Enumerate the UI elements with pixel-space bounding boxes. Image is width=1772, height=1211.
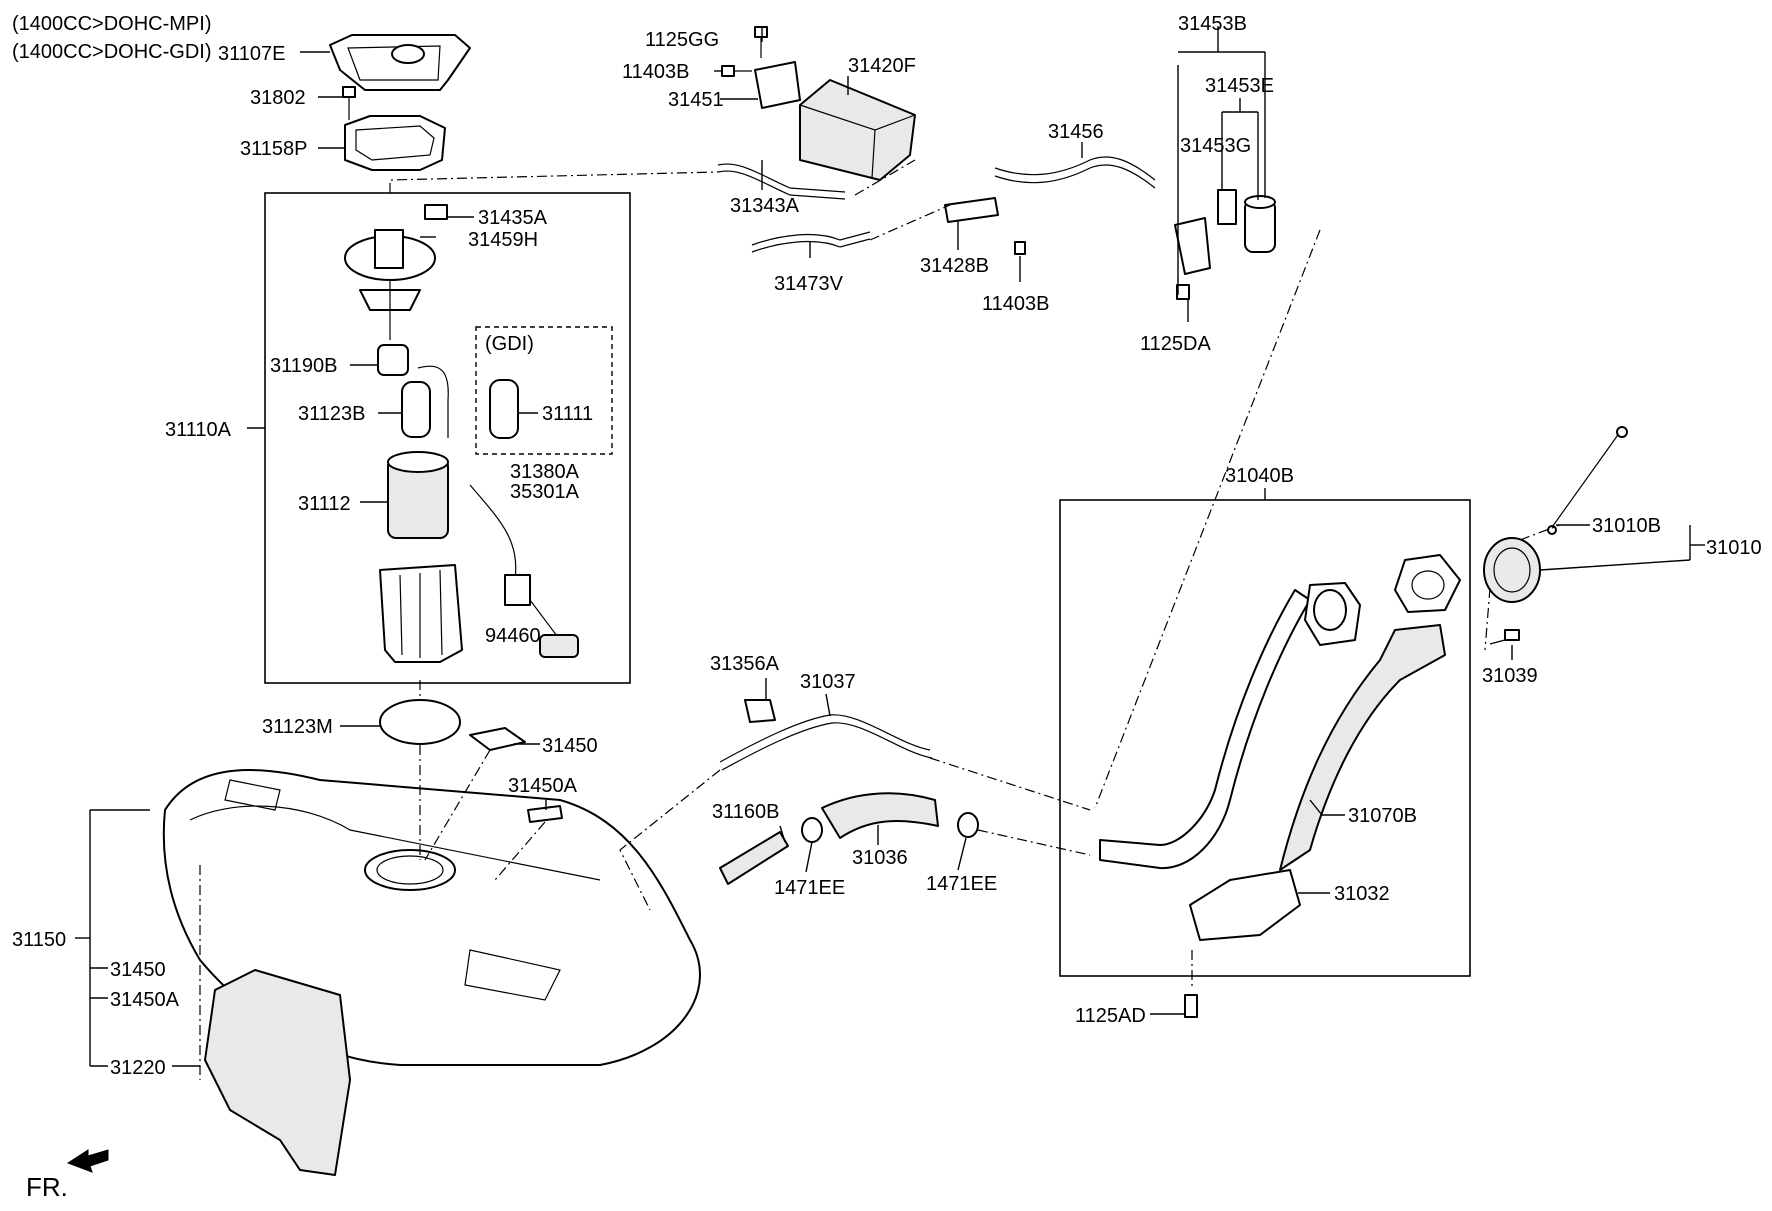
bracket-31032-shape (1189, 869, 1301, 941)
label-31158P: 31158P (240, 138, 307, 160)
label-31356A: 31356A (710, 653, 780, 675)
label-31380A: 31380A (510, 461, 580, 483)
fuel-pump-31123B-shape (401, 365, 449, 438)
valve-31453E-shape (1244, 195, 1276, 253)
label-gdi: (GDI) (485, 333, 534, 355)
label-31107E: 31107E (218, 43, 285, 65)
bolt-11403B-bottom-shape (1014, 241, 1026, 255)
heat-shield-31220-shape (204, 969, 351, 1176)
clamp-1471EE-left-shape (801, 817, 823, 843)
bracket-31428B-shape (944, 197, 999, 223)
label-1471EE-left: 1471EE (774, 877, 845, 899)
hose-31343A-shape (717, 163, 846, 200)
bracket-31450-shape (469, 727, 526, 751)
label-31150: 31150 (12, 929, 66, 951)
label-94460: 94460 (485, 625, 541, 647)
label-31111: 31111 (542, 403, 593, 425)
label-31428B: 31428B (920, 255, 989, 277)
label-31453G: 31453G (1180, 135, 1251, 157)
label-31110A: 31110A (165, 419, 232, 441)
label-31039: 31039 (1482, 665, 1538, 687)
service-cover-shape (329, 34, 471, 91)
label-31190B: 31190B (270, 355, 337, 377)
hose-31456-shape (994, 156, 1156, 189)
label-31070B: 31070B (1348, 805, 1417, 827)
clamp-1471EE-right-shape (957, 812, 979, 838)
label-31451: 31451 (668, 89, 724, 111)
screw-31039-shape (1489, 629, 1520, 645)
note-gdi: (1400CC>DOHC-GDI) (12, 41, 211, 63)
label-31802: 31802 (250, 87, 306, 109)
label-31123B: 31123B (298, 403, 365, 425)
label-31220: 31220 (110, 1057, 166, 1079)
label-35301A: 35301A (510, 481, 580, 503)
label-31123M: 31123M (262, 716, 333, 738)
bracket-31453B-shape (1174, 217, 1211, 275)
fuel-pump-module-box (264, 192, 631, 684)
bolt-1125GG-shape (754, 26, 768, 58)
hose-31036-shape (821, 792, 939, 839)
protector-31070B-shape (1279, 624, 1446, 871)
cover-gasket-shape (344, 115, 446, 171)
front-direction-arrow-icon (66, 1149, 109, 1173)
label-1125DA: 1125DA (1140, 333, 1211, 355)
fuel-cap-31010-shape (1483, 537, 1541, 603)
sender-94460-shape (469, 484, 579, 658)
bolt-1125DA-shape (1176, 284, 1190, 300)
bolt-1125AD-shape (1184, 994, 1198, 1018)
hose-31473V-shape (751, 231, 871, 253)
reservoir-shape (379, 564, 463, 663)
label-31456: 31456 (1048, 121, 1104, 143)
bolt-31802-shape (342, 86, 356, 120)
clip-31356A-shape (744, 699, 776, 723)
note-mpi: (1400CC>DOHC-MPI) (12, 13, 211, 35)
label-11403B-bottom: 11403B (982, 293, 1049, 315)
label-31037: 31037 (800, 671, 856, 693)
label-31450A-left: 31450A (110, 989, 180, 1011)
gasket-filler-shape (1394, 554, 1461, 613)
label-31032: 31032 (1334, 883, 1390, 905)
pump-housing-31112-shape (387, 451, 449, 539)
label-31450-top: 31450 (542, 735, 598, 757)
bracket-31450A-shape (527, 805, 563, 823)
canister-31420F-shape (799, 79, 916, 181)
valve-31453G-shape (1217, 189, 1237, 225)
label-31473V: 31473V (774, 273, 844, 295)
label-11403B-top: 11403B (622, 61, 689, 83)
hose-31037-shape (719, 714, 933, 771)
connection-lines (199, 159, 1561, 1080)
label-31040B: 31040B (1225, 465, 1294, 487)
fuel-pump-31111-shape (489, 379, 519, 439)
label-31435A: 31435A (478, 207, 548, 229)
bracket-31451-shape (754, 61, 801, 109)
pump-flange-shape (344, 229, 436, 340)
label-31450A-top: 31450A (508, 775, 578, 797)
bolt-11403B-top-shape (721, 65, 752, 77)
filler-neck-31040B-shape (1099, 582, 1361, 870)
label-31160B: 31160B (712, 801, 779, 823)
label-31453B: 31453B (1178, 13, 1247, 35)
front-direction-label: FR. (26, 1172, 68, 1202)
label-31036: 31036 (852, 847, 908, 869)
label-31010: 31010 (1706, 537, 1762, 559)
label-1471EE-right: 1471EE (926, 873, 997, 895)
label-31453E: 31453E (1205, 75, 1274, 97)
label-31010B: 31010B (1592, 515, 1661, 537)
pump-gasket-ring-shape (379, 699, 461, 745)
tether-31010B-shape (1547, 426, 1628, 535)
label-31112: 31112 (298, 493, 351, 515)
label-31343A: 31343A (730, 195, 800, 217)
leader-lines (75, 26, 1705, 1067)
label-1125AD: 1125AD (1075, 1005, 1146, 1027)
gdi-variant-box (475, 326, 613, 455)
pipe-31160B-shape (719, 831, 789, 885)
connector-31435A-shape (424, 204, 448, 220)
label-31459H: 31459H (468, 229, 538, 251)
label-31420F: 31420F (848, 55, 916, 77)
pressure-regulator-shape (377, 344, 409, 376)
label-31450-left: 31450 (110, 959, 166, 981)
label-1125GG: 1125GG (645, 29, 719, 51)
